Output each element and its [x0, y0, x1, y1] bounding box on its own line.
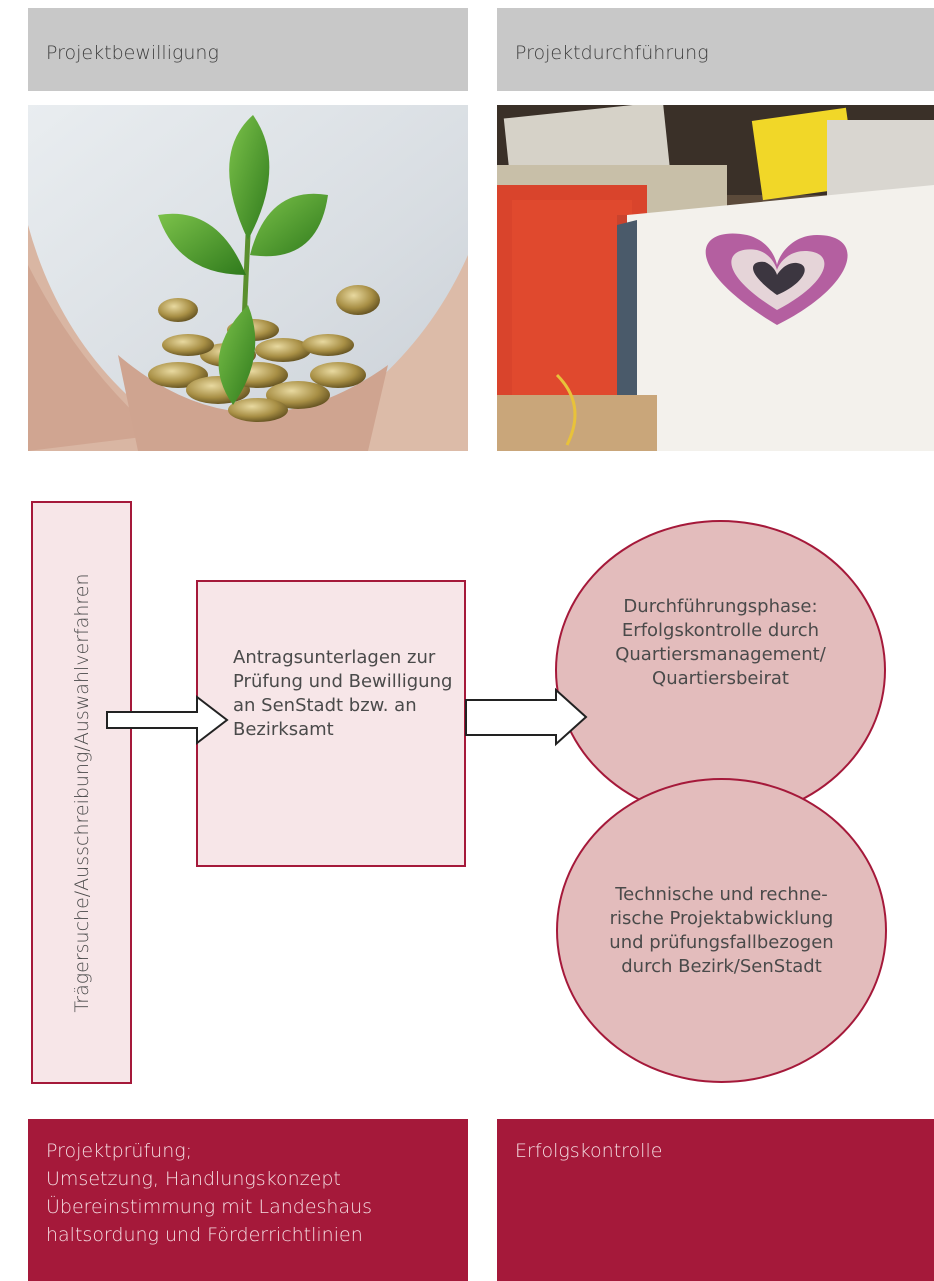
- antragsunterlagen-box: Antragsunterlagen zur Prüfung und Bewill…: [196, 580, 466, 867]
- footer-left-text: Projektprüfung; Umsetzung, Handlungskonz…: [46, 1140, 373, 1246]
- durchfuehrungsphase-text: Durchführungsphase: Erfolgskontrolle dur…: [615, 595, 826, 689]
- antragsunterlagen-text: Antragsunterlagen zur Prüfung und Bewill…: [233, 647, 453, 740]
- header-projektbewilligung: Projektbewilligung: [28, 8, 468, 91]
- traegersuche-label: Trägersuche/Ausschreibung/Auswahlverfahr…: [70, 572, 93, 1013]
- plant-coins-photo: [28, 105, 468, 451]
- header-left-label: Projektbewilligung: [46, 42, 219, 64]
- footer-right-text: Erfolgskontrolle: [515, 1140, 663, 1162]
- projektabwicklung-text: Technische und rechne- rische Projektabw…: [609, 883, 834, 977]
- heart-artwork-photo: [497, 105, 934, 451]
- header-right-label: Projektdurchführung: [515, 42, 709, 64]
- header-projektdurchfuehrung: Projektdurchführung: [497, 8, 934, 91]
- footer-projektpruefung: Projektprüfung; Umsetzung, Handlungskonz…: [28, 1119, 468, 1281]
- traegersuche-bar: Trägersuche/Ausschreibung/Auswahlverfahr…: [31, 501, 132, 1084]
- durchfuehrungsphase-circle: Durchführungsphase: Erfolgskontrolle dur…: [555, 520, 886, 820]
- projektabwicklung-circle: Technische und rechne- rische Projektabw…: [556, 778, 887, 1083]
- footer-erfolgskontrolle: Erfolgskontrolle: [497, 1119, 934, 1281]
